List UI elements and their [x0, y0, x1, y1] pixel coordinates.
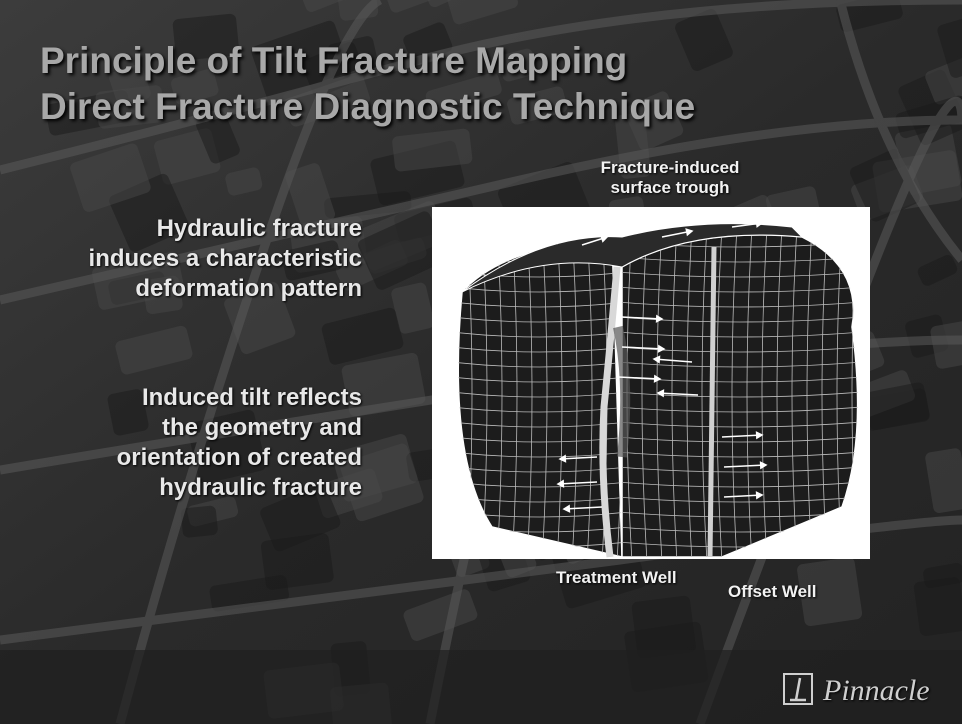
slide-title: Principle of Tilt Fracture Mapping Direc…: [40, 38, 695, 130]
pinnacle-logo: Pinnacle: [780, 668, 956, 712]
deformation-block-diagram: [432, 207, 870, 559]
callout-offset-well: Offset Well: [728, 582, 816, 602]
bullet-deformation-pattern: Hydraulic fracture induces a characteris…: [22, 214, 362, 304]
callout-trough-line-2: surface trough: [585, 178, 755, 198]
callout-surface-trough: Fracture-induced surface trough: [585, 158, 755, 198]
bullet1-line: Hydraulic fracture: [22, 214, 362, 244]
bullet2-line: hydraulic fracture: [22, 473, 362, 503]
title-line-2: Direct Fracture Diagnostic Technique: [40, 84, 695, 130]
bullet1-line: deformation pattern: [22, 274, 362, 304]
bullet2-line: orientation of created: [22, 443, 362, 473]
callout-treatment-well: Treatment Well: [556, 568, 677, 588]
callout-trough-line-1: Fracture-induced: [585, 158, 755, 178]
fracture-deformation-figure: [432, 207, 870, 559]
bullet2-line: Induced tilt reflects: [22, 383, 362, 413]
bullet2-line: the geometry and: [22, 413, 362, 443]
title-line-1: Principle of Tilt Fracture Mapping: [40, 38, 695, 84]
logo-text: Pinnacle: [823, 674, 930, 708]
bullet-induced-tilt: Induced tilt reflects the geometry and o…: [22, 383, 362, 503]
bullet1-line: induces a characteristic: [22, 244, 362, 274]
pinnacle-logo-icon: [780, 670, 820, 710]
